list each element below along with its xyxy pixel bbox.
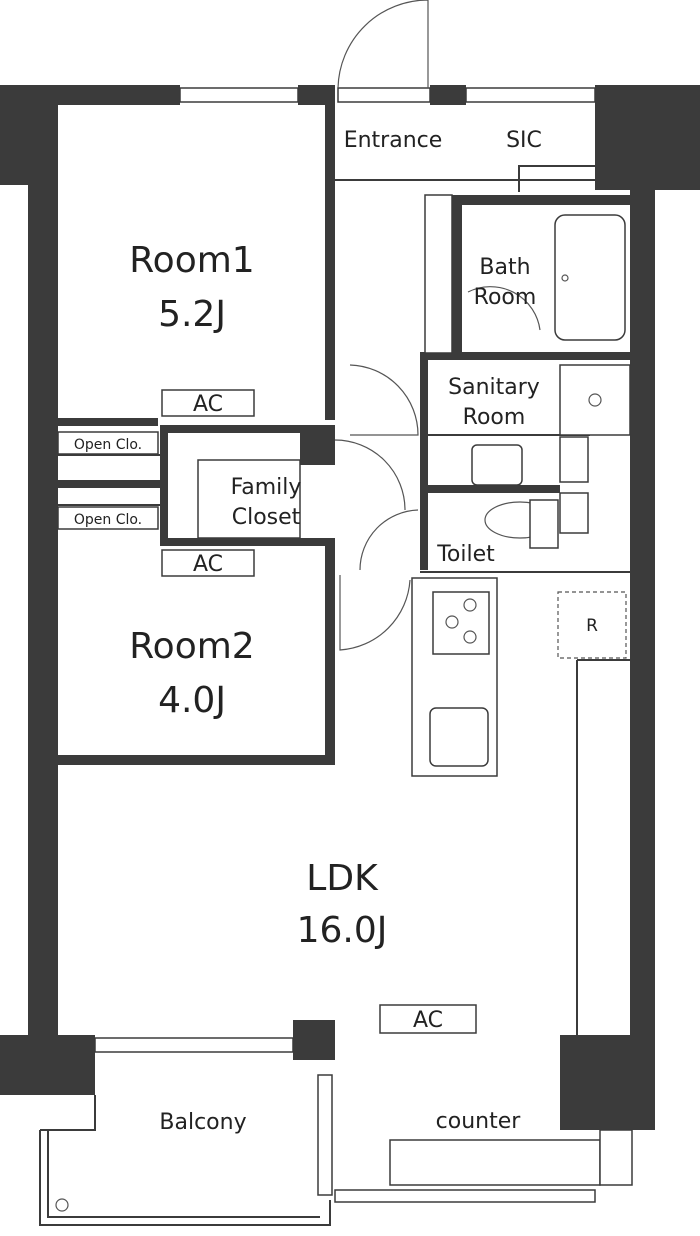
- sic-label: SIC: [506, 128, 542, 153]
- counter-outline: [389, 1139, 601, 1186]
- open-closet-2-label: Open Clo.: [74, 512, 142, 528]
- open-closet-1-label: Open Clo.: [74, 437, 142, 453]
- kitchen: [411, 577, 630, 1035]
- family-closet-label-1: Family: [231, 475, 302, 500]
- sanitary-label-1: Sanitary: [448, 375, 540, 400]
- ldk-size: 16.0J: [297, 910, 388, 951]
- room2-size: 4.0J: [158, 680, 226, 721]
- outer-walls: [0, 85, 700, 1130]
- room1-size: 5.2J: [158, 294, 226, 335]
- refrigerator-label: R: [586, 616, 598, 636]
- counter-label: counter: [436, 1109, 522, 1134]
- bath-label-2: Room: [474, 285, 537, 310]
- sanitary-label-2: Room: [463, 405, 526, 430]
- room2-name: Room2: [129, 626, 254, 667]
- ldk-name: LDK: [306, 858, 379, 899]
- bath-label-1: Bath: [479, 255, 530, 280]
- balcony-outline: [39, 1095, 331, 1226]
- ac-room2-label: AC: [193, 552, 223, 577]
- family-closet-label-2: Closet: [232, 505, 301, 530]
- interior-walls: [58, 105, 632, 765]
- entrance-label: Entrance: [344, 128, 443, 153]
- entrance-door: [337, 0, 429, 89]
- windows: [94, 87, 596, 1203]
- doors: [334, 286, 541, 651]
- toilet-label: Toilet: [436, 542, 495, 567]
- room1-name: Room1: [129, 240, 254, 281]
- balcony-label: Balcony: [159, 1110, 246, 1135]
- ac-ldk-label: AC: [413, 1008, 443, 1033]
- ac-room1-label: AC: [193, 392, 223, 417]
